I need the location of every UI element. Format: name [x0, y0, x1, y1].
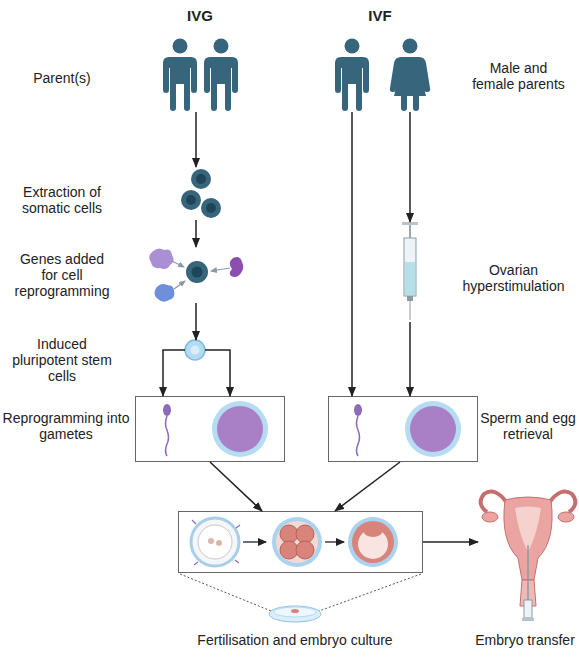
arrow-line [163, 350, 185, 396]
step-label: Extraction of somatic cells [0, 184, 124, 216]
step-label: Ovarian hyperstimulation [452, 262, 575, 294]
gametes [163, 401, 461, 457]
arrow-line [205, 350, 230, 396]
embryo-box: Fertilisation and embryo culture [178, 511, 423, 573]
cell-group: Induced pluripotent stem cells [185, 340, 205, 360]
uterus [481, 491, 576, 621]
flow-arrow [196, 112, 197, 167]
flow-arrow [410, 322, 411, 396]
parent-figures [163, 39, 430, 112]
arrow-line [335, 462, 400, 511]
arrow-line [351, 112, 353, 396]
step-label: Parent(s) [0, 70, 124, 86]
parent-group: IVFMale and female parents [330, 36, 430, 112]
flow-arrow [410, 112, 411, 222]
step-label: Fertilisation and embryo culture [145, 632, 445, 648]
arrow-line [195, 112, 197, 167]
arrow-line [195, 220, 197, 247]
flow-arrow [352, 112, 353, 396]
parent-group: IVGParent(s) [158, 36, 242, 112]
flow-arrow [423, 542, 478, 543]
cell-group: Genes added for cell reprogramming [150, 247, 248, 303]
arrow-line [210, 462, 262, 511]
step-label: Male and female parents [468, 60, 569, 92]
arrow-line [409, 322, 411, 396]
embryo-stages [191, 517, 398, 567]
step-label: Sperm and egg retrieval [478, 410, 578, 442]
flow-arrow [196, 303, 197, 340]
arrow-line [423, 541, 478, 543]
flow-arrow [210, 462, 262, 511]
gamete-box: Reprogramming into gametes [135, 396, 285, 462]
column-heading: IVG [170, 8, 230, 24]
syringe [402, 222, 418, 320]
column-heading: IVF [350, 8, 410, 24]
culture-dish [180, 574, 421, 622]
somatic-cells [181, 169, 221, 218]
step-label: Reprogramming into gametes [0, 410, 132, 442]
step-label: Induced pluripotent stem cells [12, 336, 112, 384]
step-label: Genes added for cell reprogramming [12, 251, 112, 299]
flow-arrow [196, 220, 197, 247]
cell-group: Extraction of somatic cells [181, 167, 223, 220]
arrow-line [195, 303, 197, 340]
stem-cell [185, 340, 205, 360]
arrow-line [409, 112, 411, 222]
step-label: Embryo transfer [470, 632, 579, 648]
flow-arrow [163, 350, 230, 396]
reprogramming-cell [149, 248, 243, 301]
gamete-box: Sperm and egg retrieval [328, 396, 478, 462]
flow-arrow [335, 462, 400, 511]
syringe-step: Ovarian hyperstimulation [401, 222, 419, 322]
uterus-step: Embryo transfer [478, 468, 578, 624]
